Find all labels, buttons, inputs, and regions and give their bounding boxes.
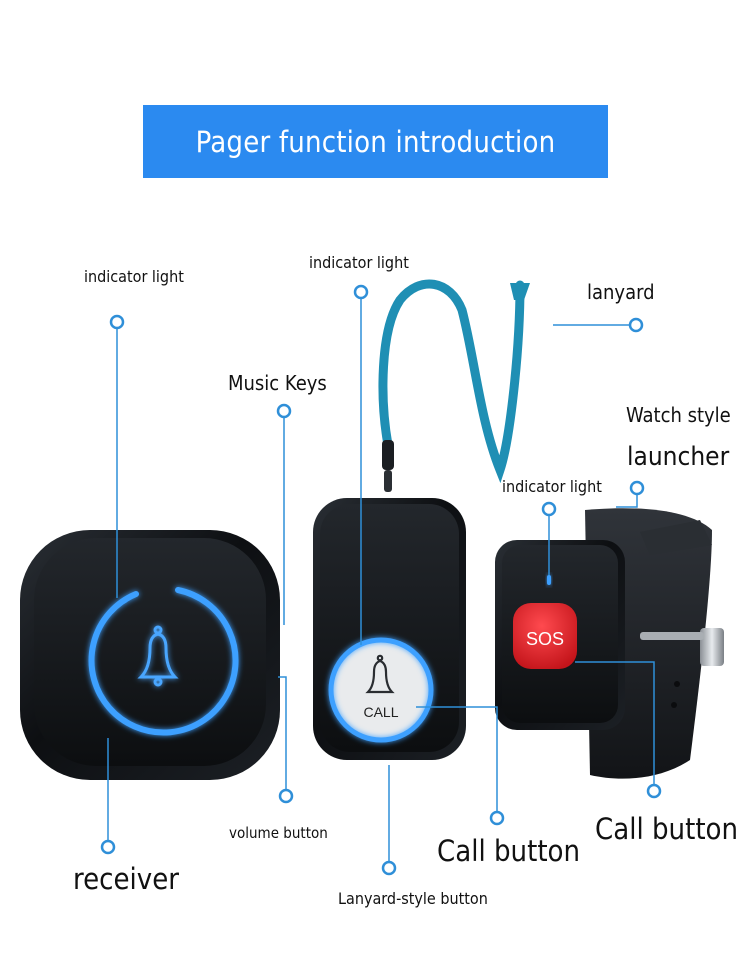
callout-dot [541,501,557,517]
receiver-label: receiver [73,862,180,896]
callout-dot [381,860,397,876]
callout-dot [100,839,116,855]
receiver-indicator-label: indicator light [84,267,184,286]
watch-buckle [700,628,724,666]
callout-dot [629,480,645,496]
bell-icon [137,625,179,687]
callout-dot [489,810,505,826]
callout-dot [628,317,644,333]
call-button-watch-label: Call button [595,812,739,846]
call-button-lanyard-label: Call button [437,834,581,868]
sos-button [513,603,577,669]
watch-indicator-label: indicator light [502,477,602,496]
receiver-device [20,530,280,780]
callout-dot [278,788,294,804]
button-indicator-label: indicator light [309,253,409,272]
volume-button-label: volume button [229,824,328,842]
lanyard-style-button-label: Lanyard-style button [338,889,488,908]
callout-dot [276,403,292,419]
call-text: CALL [363,704,398,720]
title-banner: Pager function introduction [143,105,608,178]
callout-dot [109,314,125,330]
callout-lines [107,299,655,861]
bell-icon [365,654,395,694]
lanyard-strap [378,279,530,492]
call-button-face [331,640,431,740]
callout-dot [646,783,662,799]
callout-dots [100,284,662,876]
callout-dot [353,284,369,300]
watch-device [495,508,724,779]
sos-text: SOS [526,629,564,649]
lanyard-button-device [313,498,466,760]
launcher-label: launcher [627,442,730,472]
page-title: Pager function introduction [195,124,556,159]
lanyard-label: lanyard [587,280,655,304]
music-keys-label: Music Keys [228,371,327,395]
watch-style-label: Watch style [626,403,731,427]
receiver-light-ring [88,587,239,736]
